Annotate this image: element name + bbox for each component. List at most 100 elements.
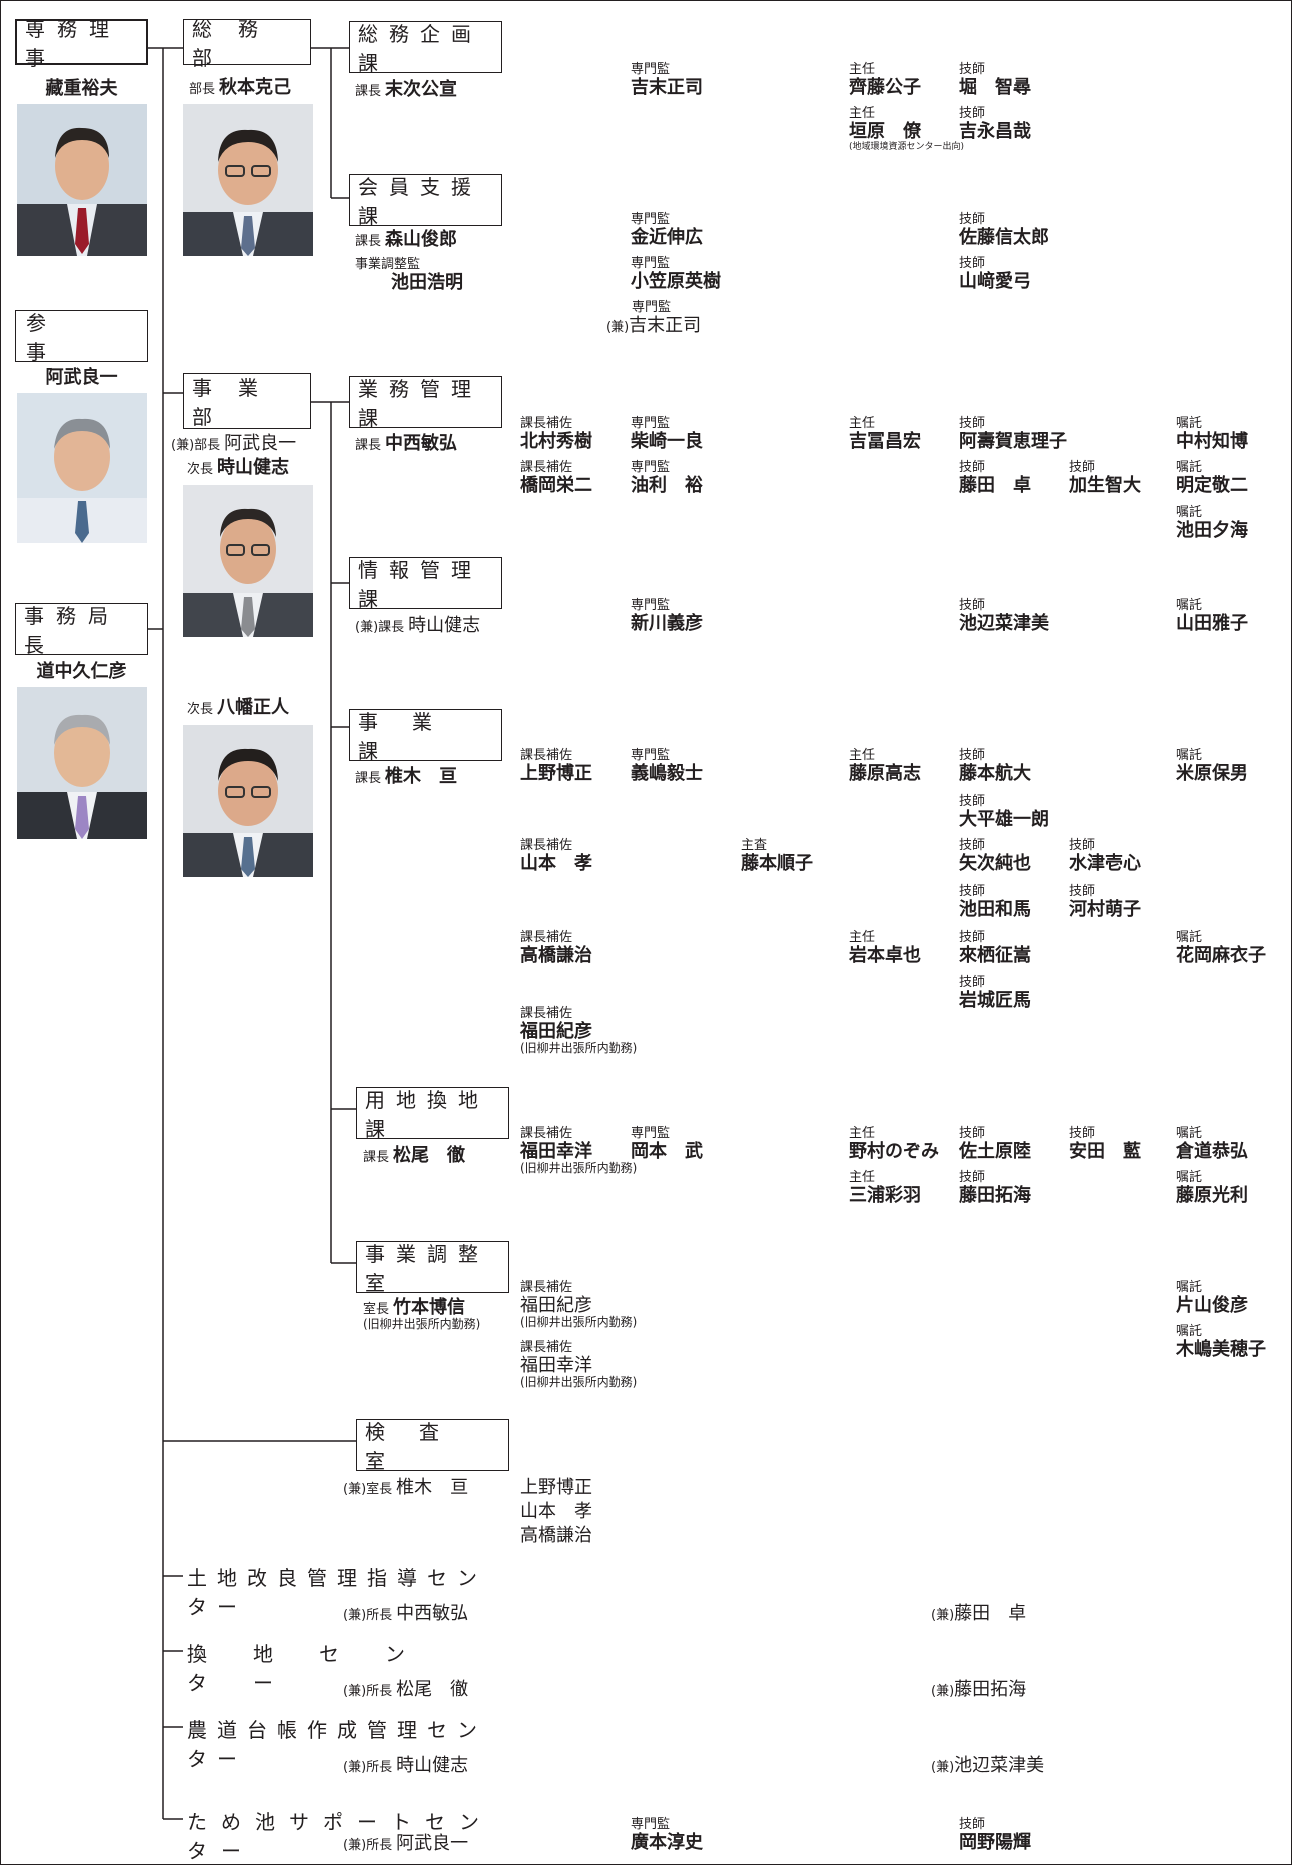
- staff-title: 課長補佐: [520, 1006, 573, 1021]
- section-box-jigyou-chousei: 事業調整室: [356, 1241, 509, 1295]
- staff-entry: 専門監吉末正司: [631, 63, 703, 99]
- staff-name: 垣原 僚: [849, 121, 921, 142]
- staff-entry: 技師岩城匠馬: [959, 976, 1031, 1012]
- staff-name-text: 吉末正司: [629, 315, 702, 336]
- center-head: (兼)所長中西敏弘: [343, 1603, 469, 1624]
- staff-title: 主査: [741, 838, 768, 853]
- staff-entry: 技師池辺菜津美: [959, 599, 1049, 635]
- staff-entry: 技師佐土原陸: [959, 1126, 1031, 1163]
- staff-entry: 主任垣原 僚(地域環境資源センター出向): [849, 107, 964, 153]
- staff-name: 阿壽賀恵理子: [959, 431, 1067, 452]
- dept-head-soumu: 部長秋本克己: [189, 77, 292, 98]
- section-title: 情報管理課: [358, 558, 482, 611]
- staff-name: 福田紀彦: [520, 1021, 592, 1042]
- section-title: 会員支援課: [358, 175, 482, 228]
- staff-title: 技師: [959, 212, 986, 227]
- staff-title: 嘱託: [1176, 505, 1203, 520]
- staff-name: 新川義彦: [631, 613, 703, 634]
- staff-title: 専門監: [631, 416, 671, 431]
- staff-note: (旧柳井出張所内勤務): [520, 1375, 638, 1389]
- center-name-tochi: 土地改良管理指導センター: [187, 1566, 487, 1619]
- staff-title: 専門監: [631, 212, 671, 227]
- staff-entry: 技師堀 智尋: [959, 62, 1031, 99]
- staff-title: 技師: [959, 106, 986, 121]
- staff-name: 柴崎一良: [631, 431, 703, 452]
- portrait-sanji: [17, 393, 147, 543]
- staff-title: 技師: [1069, 1126, 1096, 1141]
- section-extra: 事業調整監池田浩明: [355, 257, 463, 294]
- staff-name: 藤田拓海: [959, 1185, 1031, 1206]
- section-title: 検査室: [365, 1420, 473, 1473]
- staff-name: 上野博正: [520, 763, 592, 784]
- staff-entry: 技師藤田 卓: [959, 461, 1031, 497]
- staff-name: 藤本航大: [959, 763, 1031, 784]
- staff-entry: 課長補佐福田幸洋(旧柳井出張所内勤務): [520, 1341, 637, 1389]
- center-head: (兼)所長阿武良一: [343, 1833, 469, 1854]
- center-name-kanchi: 換地センター: [187, 1642, 451, 1695]
- portrait-soumu-head: [183, 104, 313, 256]
- staff-name: 大平雄一朗: [959, 809, 1049, 830]
- center-staff: (兼)藤田 卓: [931, 1603, 1027, 1624]
- staff-note: (旧柳井出張所内勤務): [520, 1161, 638, 1175]
- staff-note: (旧柳井出張所内勤務): [520, 1315, 638, 1329]
- staff-name: 水津壱心: [1069, 853, 1141, 874]
- staff-note: (旧柳井出張所内勤務): [520, 1041, 638, 1055]
- section-title: 用地換地課: [365, 1088, 489, 1141]
- staff-entry: 主任藤原高志: [849, 748, 921, 785]
- staff-entry: 主査藤本順子: [741, 838, 813, 875]
- staff-name: (兼)吉末正司: [606, 315, 701, 338]
- section-head: 課長中西敏弘: [355, 433, 458, 454]
- section-title: 総務企画課: [358, 22, 482, 75]
- staff-name: 岩本卓也: [849, 945, 921, 966]
- section-head: 課長椎木 亘: [355, 766, 458, 787]
- staff-name: 義嶋毅士: [631, 763, 703, 784]
- exec-box-senmu: 専務理事: [15, 17, 148, 70]
- staff-entry: 主任齊藤公子: [849, 63, 921, 99]
- staff-title: 課長補佐: [520, 1126, 573, 1141]
- staff-name: 片山俊彦: [1176, 1295, 1248, 1316]
- staff-name: 小笠原英樹: [631, 271, 721, 292]
- staff-entry: 課長補佐橋岡栄二: [520, 461, 592, 497]
- staff-name: 中村知博: [1176, 431, 1248, 452]
- section-title: 業務管理課: [358, 377, 482, 430]
- section-box-soumu-kikaku: 総務企画課: [349, 21, 502, 75]
- staff-entry: 専門監岡本 武: [631, 1127, 703, 1163]
- exec-box-sanji: 参事: [15, 310, 148, 364]
- center-staff: 専門監廣本淳史: [631, 1817, 703, 1854]
- section-box-kaiin-shien: 会員支援課: [349, 174, 502, 228]
- staff-title: 技師: [959, 748, 986, 763]
- kensa-member: 山本 孝: [520, 1501, 592, 1522]
- exec-name-jimukyokuchou: 道中久仁彦: [36, 661, 127, 682]
- staff-name: 高橋謙治: [520, 945, 592, 966]
- exec-box-jimukyokuchou: 事務局長: [15, 603, 148, 657]
- staff-name: 山﨑愛弓: [959, 271, 1031, 292]
- staff-title: 技師: [959, 1126, 986, 1141]
- staff-entry: 技師藤本航大: [959, 748, 1031, 785]
- dept-deputy-yahata: 次長八幡正人: [187, 697, 290, 718]
- staff-name: 岩城匠馬: [959, 990, 1031, 1011]
- staff-name: 河村萌子: [1069, 899, 1141, 920]
- staff-entry: 専門監油利 裕: [631, 461, 703, 497]
- staff-entry: 主任野村のぞみ: [849, 1127, 939, 1163]
- staff-title: 課長補佐: [520, 930, 573, 945]
- staff-title: 技師: [959, 62, 986, 77]
- staff-name: 北村秀樹: [520, 431, 592, 452]
- staff-title: 主任: [849, 748, 876, 763]
- staff-title: 嘱託: [1176, 1280, 1203, 1295]
- staff-entry: 課長補佐山本 孝: [520, 839, 592, 875]
- staff-entry: 主任三浦彩羽: [849, 1171, 921, 1207]
- staff-name: 米原保男: [1176, 763, 1248, 784]
- staff-name: 山田雅子: [1176, 613, 1248, 634]
- staff-entry: 技師水津壱心: [1069, 839, 1141, 875]
- staff-name: 池田和馬: [959, 899, 1031, 920]
- staff-title: 技師: [959, 256, 986, 271]
- portrait-yahata: [183, 725, 313, 877]
- staff-name: 金近伸広: [631, 227, 703, 248]
- kensa-member: 上野博正: [520, 1477, 592, 1498]
- portrait-tokiyama: [183, 485, 313, 637]
- staff-name: 倉道恭弘: [1176, 1141, 1248, 1162]
- staff-name: 堀 智尋: [959, 77, 1031, 98]
- staff-name: 加生智大: [1069, 475, 1141, 496]
- staff-name: 安田 藍: [1069, 1141, 1141, 1162]
